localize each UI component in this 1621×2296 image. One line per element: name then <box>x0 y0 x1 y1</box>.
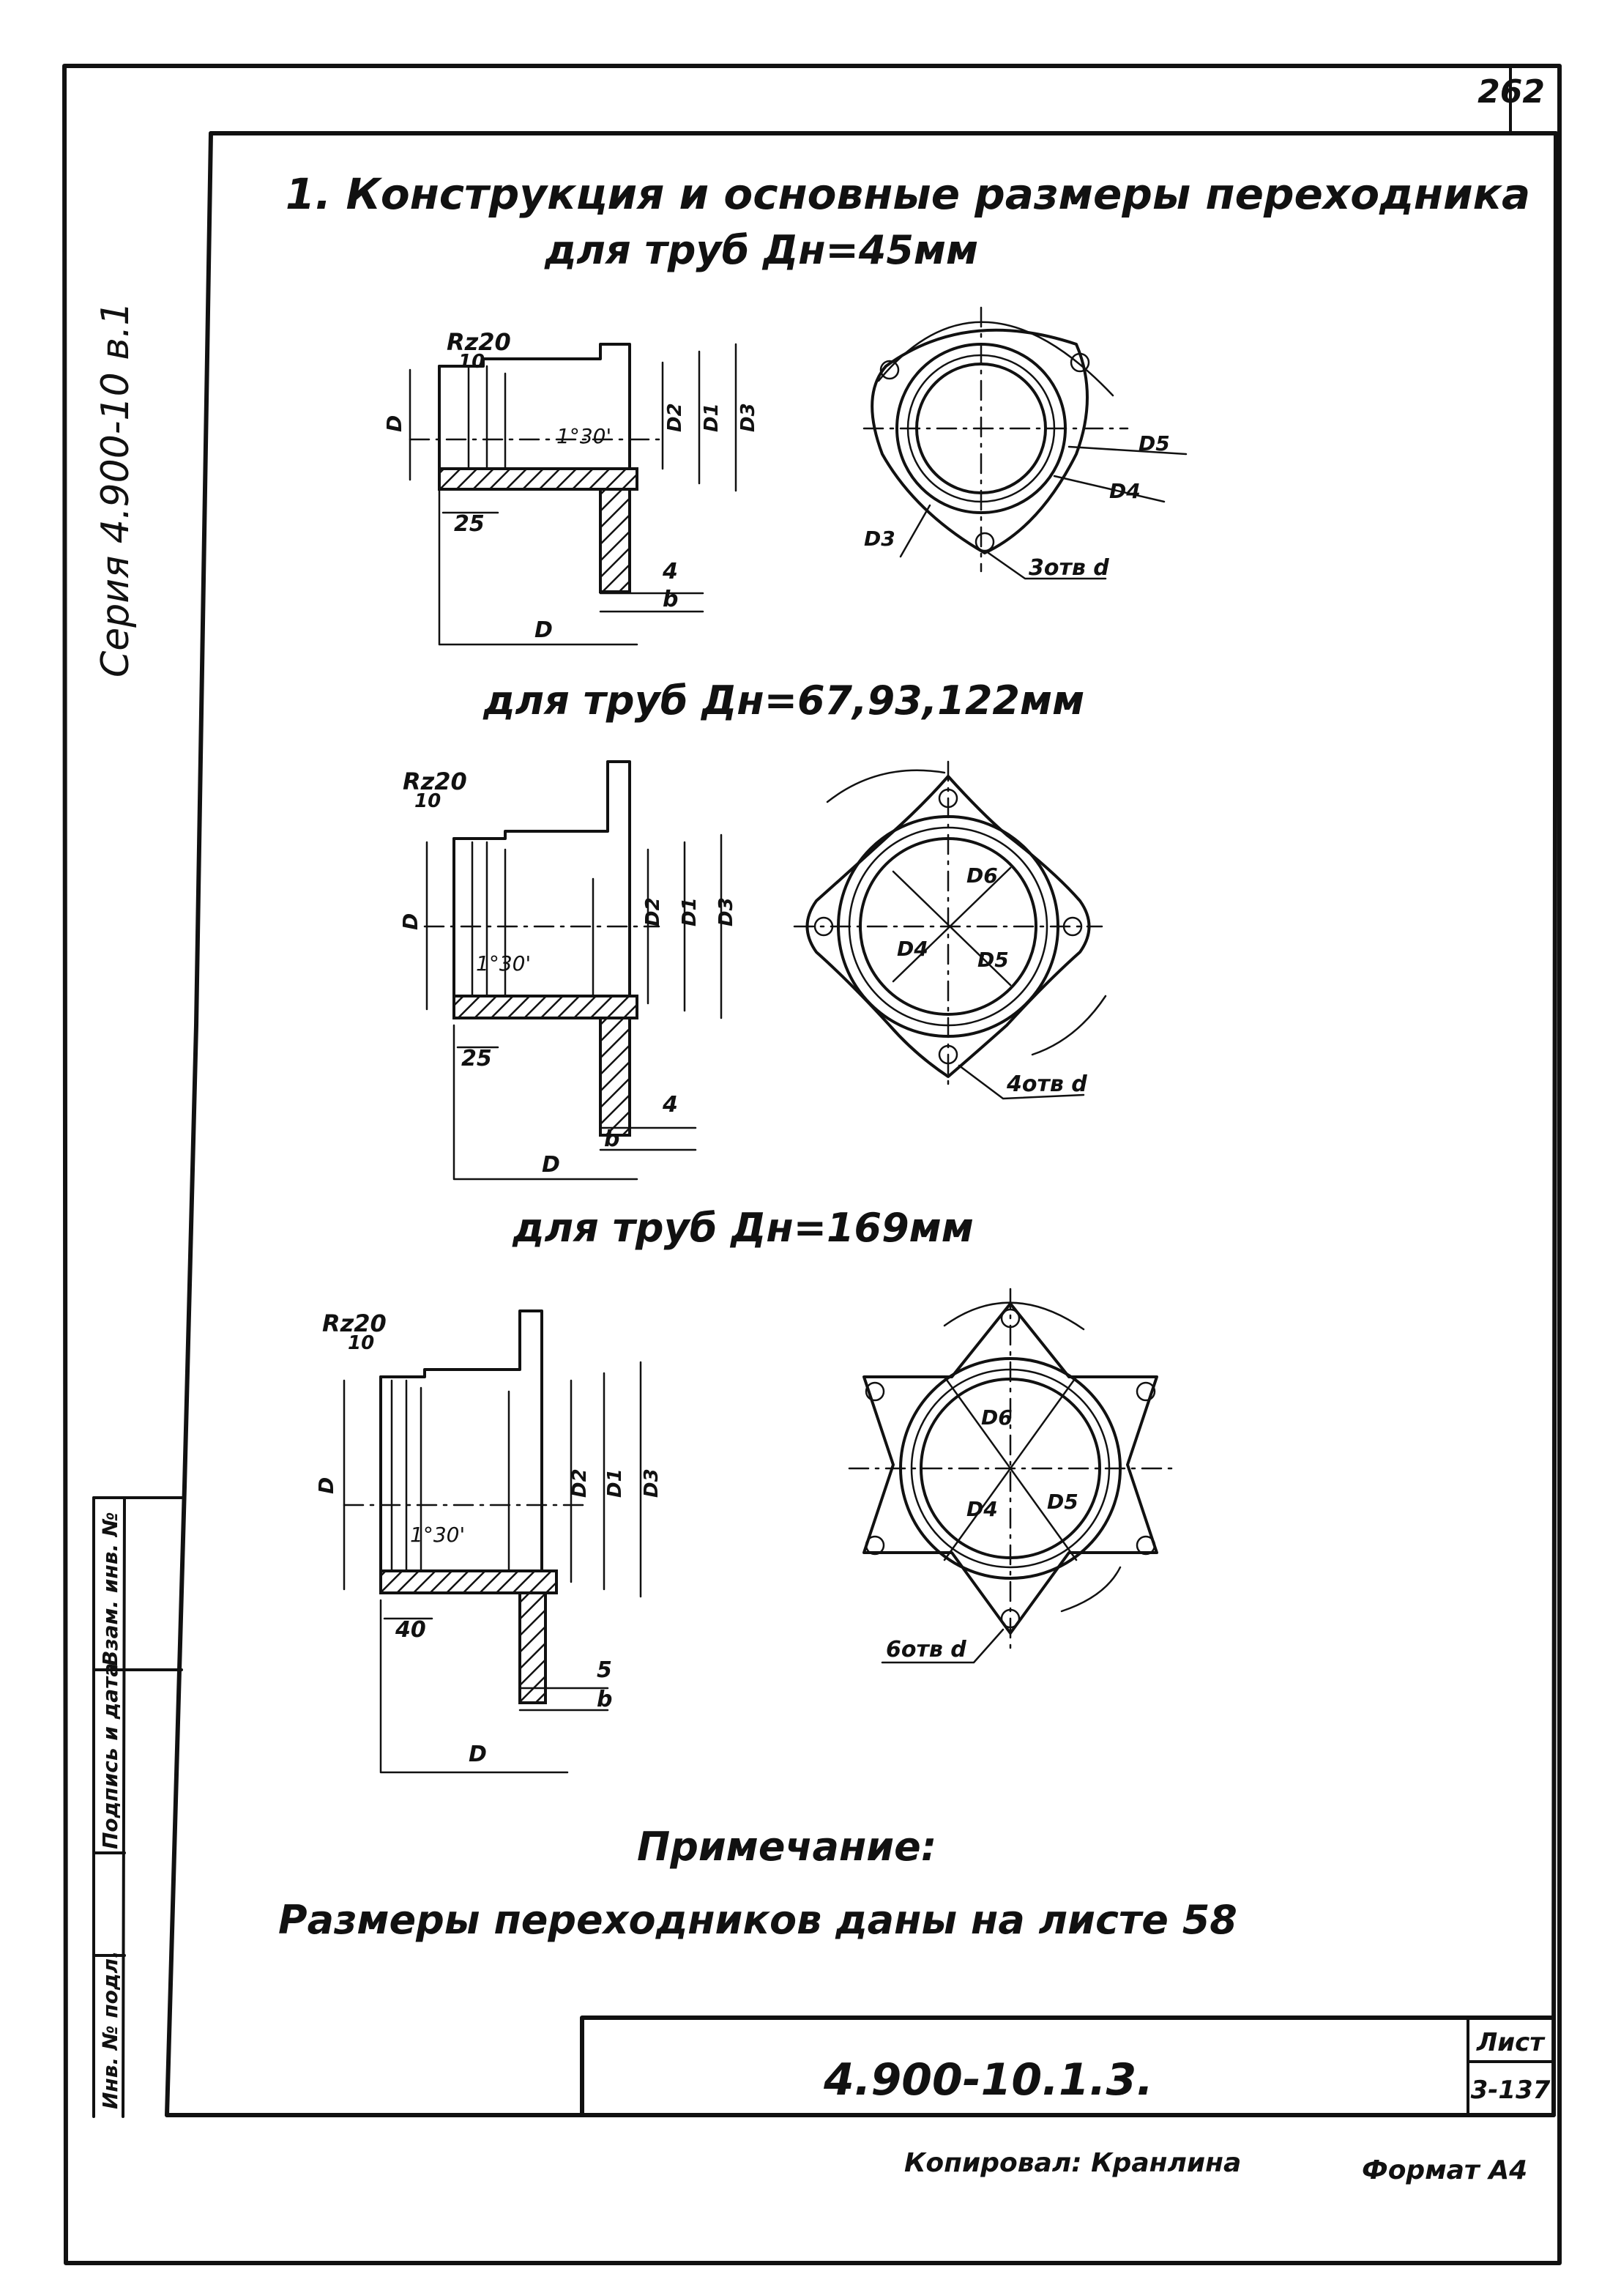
inner-frame <box>165 131 1558 2117</box>
v3-d2: D2 <box>569 1468 591 1498</box>
v3-angle: 1°30' <box>410 1523 465 1547</box>
series-label: Серия 4.900-10 в.1 <box>94 302 138 678</box>
view1-front-flange: D5 D4 D3 3отв d <box>862 306 1188 581</box>
v3-d6: D6 <box>981 1405 1013 1430</box>
page-title: 1. Конструкция и основные размеры перехо… <box>286 169 1530 219</box>
v2-d5: D5 <box>977 948 1009 972</box>
v1-d-left: D <box>382 415 406 432</box>
sheet-number-box: 262 <box>1477 64 1545 135</box>
v1-d2: D2 <box>664 403 686 432</box>
v3-roughness-sub: 10 <box>348 1332 374 1354</box>
v2-angle: 1°30' <box>476 951 531 976</box>
left-signature-columns: Взам. инв. № Подпись и дата Инв. № подл. <box>92 1496 186 2118</box>
v1-d1: D1 <box>701 403 723 432</box>
v3-len-small: 40 <box>395 1617 426 1643</box>
v3-holes: 6отв d <box>886 1637 966 1662</box>
paper-format: Формат А4 <box>1362 2155 1527 2185</box>
sheet-value: 3-137 <box>1471 2076 1551 2105</box>
v3-d3: D3 <box>641 1468 663 1498</box>
v2-d2: D2 <box>642 897 664 926</box>
v1-roughness: Rz20 <box>447 328 511 356</box>
v1-d4: D4 <box>1109 479 1141 503</box>
drawing-code: 4.900-10.1.3. <box>823 2054 1153 2106</box>
v2-d3: D3 <box>715 897 737 926</box>
v2-holes: 4отв d <box>1006 1071 1087 1097</box>
v1-roughness-sub: 10 <box>458 351 485 373</box>
col-podpis-data: Подпись и дата <box>98 1663 122 1849</box>
copied-by: Копировал: Кранлина <box>904 2148 1241 2178</box>
v1-holes: 3отв d <box>1029 555 1109 581</box>
v2-len: D <box>542 1152 560 1178</box>
v3-len: D <box>469 1742 487 1767</box>
col-inv-podl: Инв. № подл. <box>98 1950 122 2109</box>
view2-front-flange: D6 D4 D5 4отв d <box>793 760 1107 1100</box>
v2-roughness: Rz20 <box>403 768 467 795</box>
v1-len-small: 25 <box>454 511 485 537</box>
section3-heading: для труб Дн=169мм <box>512 1205 974 1251</box>
v3-d4: D4 <box>966 1497 998 1521</box>
v1-len: D <box>534 617 553 643</box>
outer-frame <box>62 64 1562 2265</box>
section2-heading: для труб Дн=67,93,122мм <box>482 677 1084 724</box>
v2-d1: D1 <box>679 897 701 926</box>
v1-d3: D3 <box>737 403 759 432</box>
note-heading: Примечание: <box>637 1824 936 1870</box>
view3-side-section: Rz20 10 1°30' 40 5 b D D D2 D1 D3 <box>314 1309 663 1774</box>
v1-t-b: b <box>663 587 678 612</box>
sheet-number: 262 <box>1477 73 1545 111</box>
v1-d3-front: D3 <box>864 527 895 551</box>
v1-angle: 1°30' <box>556 424 611 448</box>
v1-t-top: 4 <box>662 559 678 584</box>
view1-side-section: Rz20 10 1°30' 25 4 b D D D2 D1 D3 <box>382 328 759 646</box>
note-text: Размеры переходников даны на листе 58 <box>278 1897 1237 1943</box>
col-vzam-inv: Взам. инв. № <box>98 1512 122 1666</box>
view2-side-section: Rz20 10 1°30' 25 4 b D D D2 D1 D3 <box>398 760 737 1181</box>
v2-d6: D6 <box>966 863 998 888</box>
v3-d1: D1 <box>604 1468 626 1498</box>
v2-roughness-sub: 10 <box>414 790 441 812</box>
v3-t-top: 5 <box>597 1657 612 1683</box>
v3-d-left: D <box>314 1477 338 1494</box>
title-block: 4.900-10.1.3. Лист 3-137 <box>580 2015 1556 2117</box>
v2-d-left: D <box>398 913 422 930</box>
view3-front-flange: D6 D4 D5 6отв d <box>848 1288 1173 1664</box>
v2-len-small: 25 <box>461 1046 492 1071</box>
v2-t-b: b <box>604 1126 619 1152</box>
v3-roughness: Rz20 <box>322 1309 387 1337</box>
v2-t-top: 4 <box>662 1092 678 1118</box>
v2-d4: D4 <box>897 937 928 961</box>
v3-d5: D5 <box>1047 1490 1078 1514</box>
title-subheading: для труб Дн=45мм <box>544 227 978 273</box>
v1-d5: D5 <box>1139 431 1170 456</box>
v3-t-b: b <box>597 1687 612 1712</box>
sheet-label: Лист <box>1476 2028 1546 2057</box>
